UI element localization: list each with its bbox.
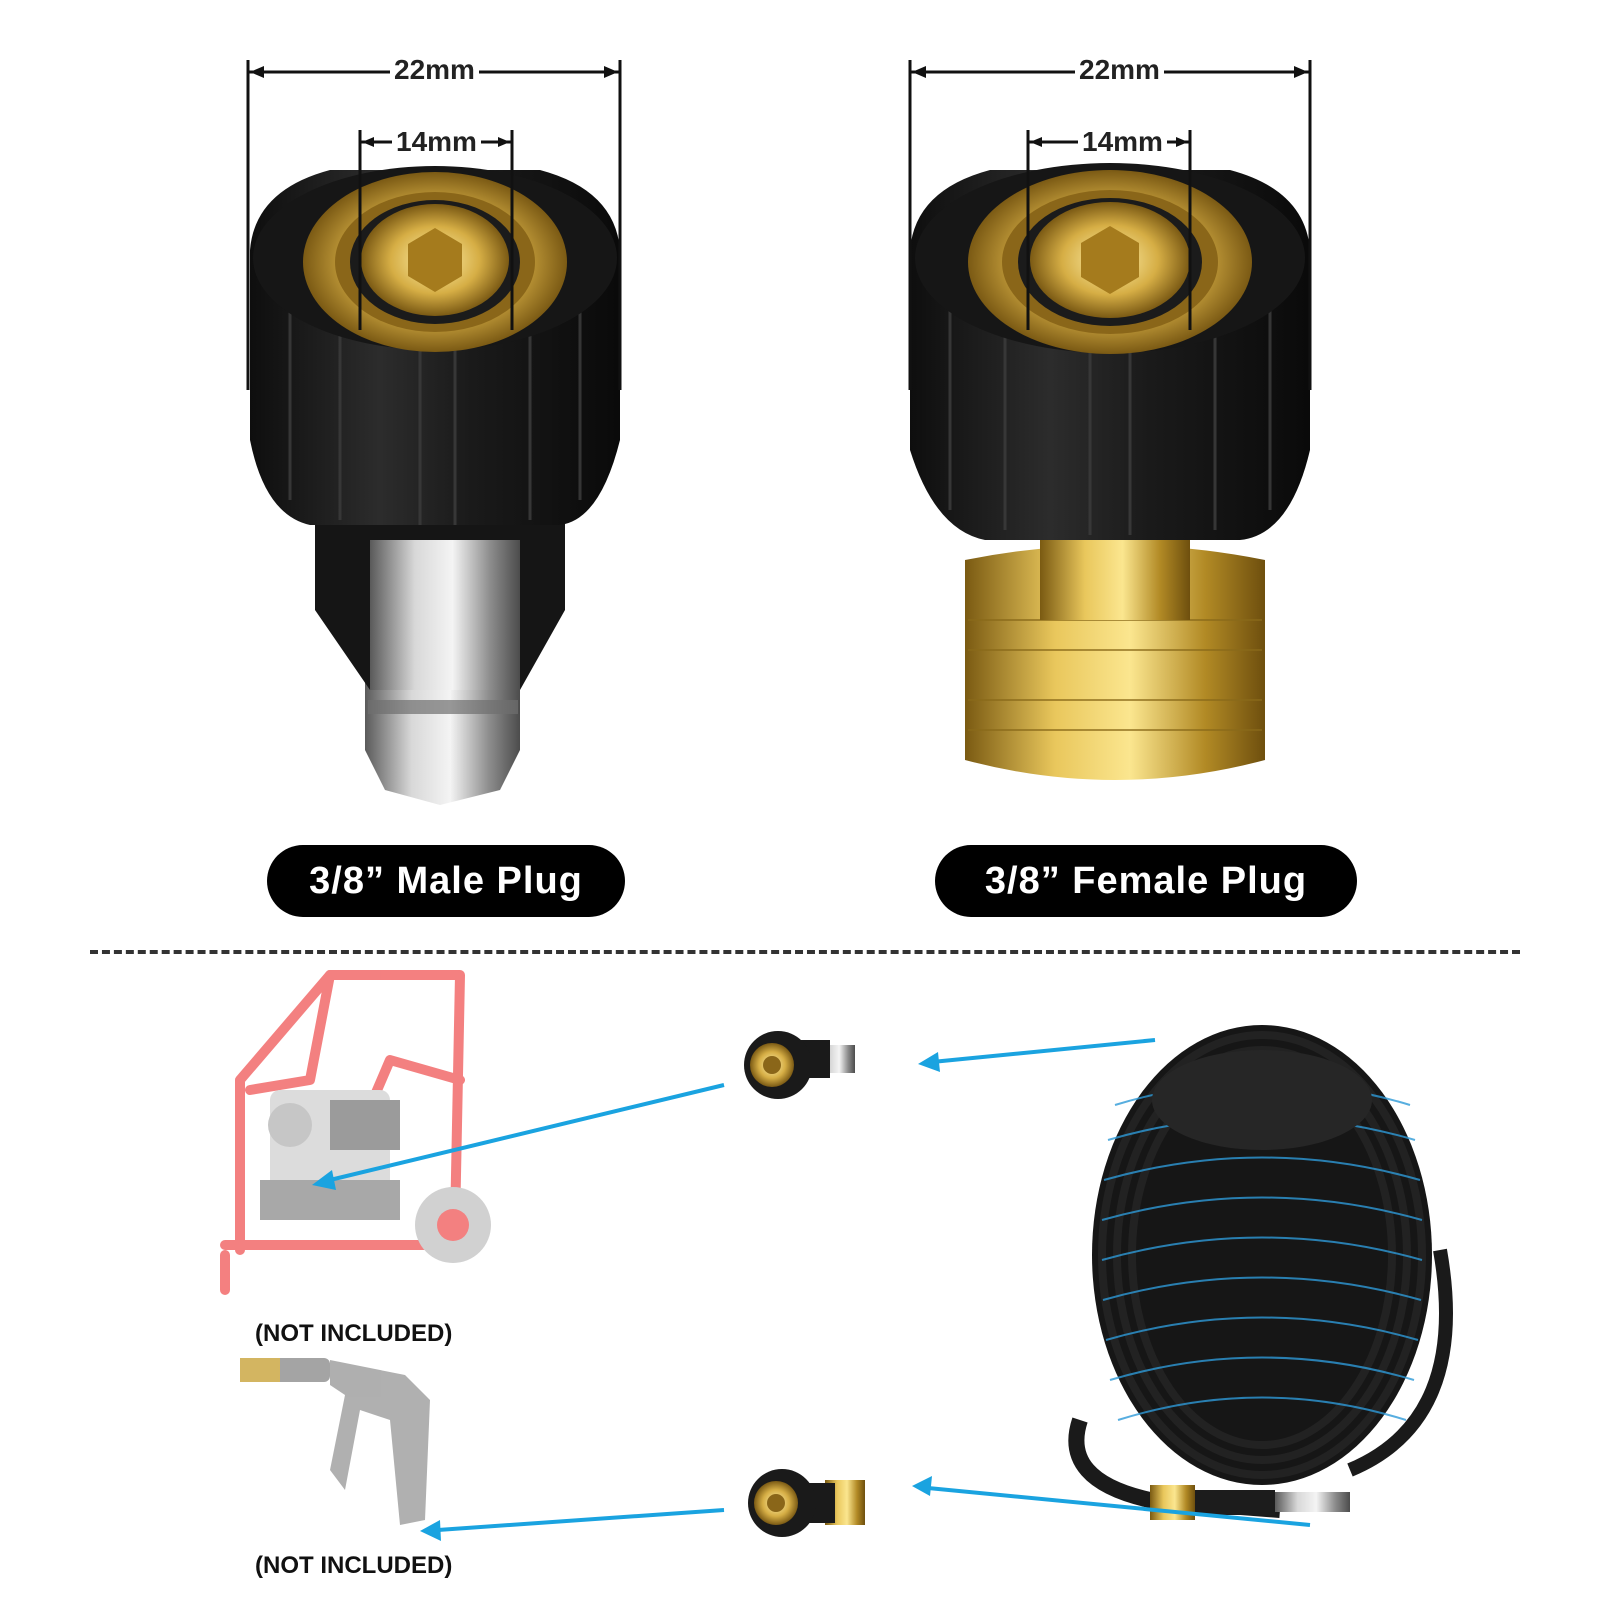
connection-arrows [312,1038,1311,1541]
pressure-washer-image [220,970,491,1295]
spray-gun-not-included-note: (NOT INCLUDED) [255,1552,453,1579]
pressure-washer-not-included-note: (NOT INCLUDED) [255,1320,453,1347]
female-plug-fitting-image [910,163,1310,780]
female-outer-diameter-label: 22mm [1075,56,1164,84]
female-adapter-small-image [748,1469,865,1537]
male-outer-diameter-label: 22mm [390,56,479,84]
male-inner-diameter-label: 14mm [392,128,481,156]
male-plug-label: 3/8” Male Plug [267,845,625,917]
spray-gun-image [240,1358,430,1525]
female-plug-label: 3/8” Female Plug [935,845,1357,917]
female-inner-diameter-label: 14mm [1078,128,1167,156]
male-plug-fitting-image [250,166,620,805]
male-adapter-small-image [744,1031,855,1099]
pressure-washer-hose-image [1068,1025,1453,1520]
section-divider [90,950,1520,954]
